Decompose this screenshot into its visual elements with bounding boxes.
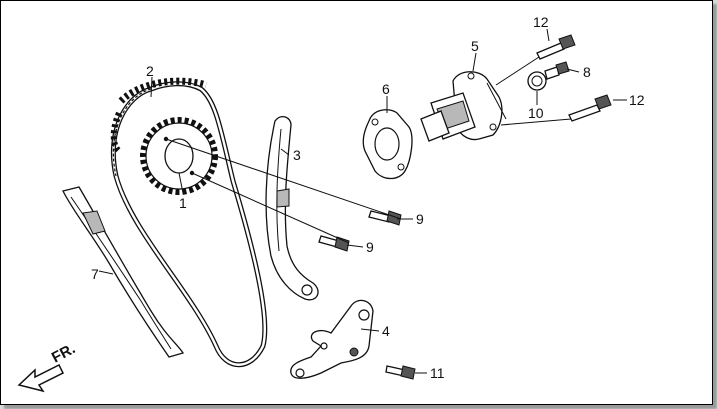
bolt-9-lower (318, 235, 350, 252)
leader-lines (98, 28, 627, 374)
tensioner-lifter (420, 71, 507, 142)
callout-3: 3 (293, 147, 301, 163)
tensioner-slipper (265, 115, 319, 301)
sealing-washer (527, 71, 547, 91)
sealing-bolt-8 (544, 61, 570, 80)
tensioner-gasket (362, 109, 413, 180)
callout-9-upper: 9 (416, 211, 424, 227)
bolt-11 (385, 365, 416, 380)
callout-11: 11 (430, 365, 445, 381)
front-direction-arrow: FR. (17, 340, 78, 393)
stopper-plate (290, 299, 374, 379)
callout-5: 5 (471, 38, 479, 54)
callout-4: 4 (382, 323, 390, 339)
callout-10: 10 (528, 105, 544, 121)
bolt-9-upper (368, 210, 402, 226)
chain-guide (62, 186, 184, 358)
callout-12-lower: 12 (629, 92, 645, 108)
bolt-12-upper (536, 34, 576, 60)
cam-sprocket (140, 117, 218, 195)
callout-12-upper: 12 (533, 14, 549, 30)
callout-9-lower: 9 (366, 239, 374, 255)
callout-6: 6 (382, 81, 390, 97)
callout-8: 8 (583, 64, 591, 80)
callout-7: 7 (91, 266, 99, 282)
front-direction-label: FR. (49, 340, 78, 366)
bolt-12-lower (568, 94, 612, 122)
callout-2: 2 (146, 63, 154, 79)
callout-1: 1 (179, 195, 187, 211)
exploded-parts-diagram: 1 2 3 4 5 6 7 8 9 9 10 11 12 12 FR. (17, 14, 645, 393)
